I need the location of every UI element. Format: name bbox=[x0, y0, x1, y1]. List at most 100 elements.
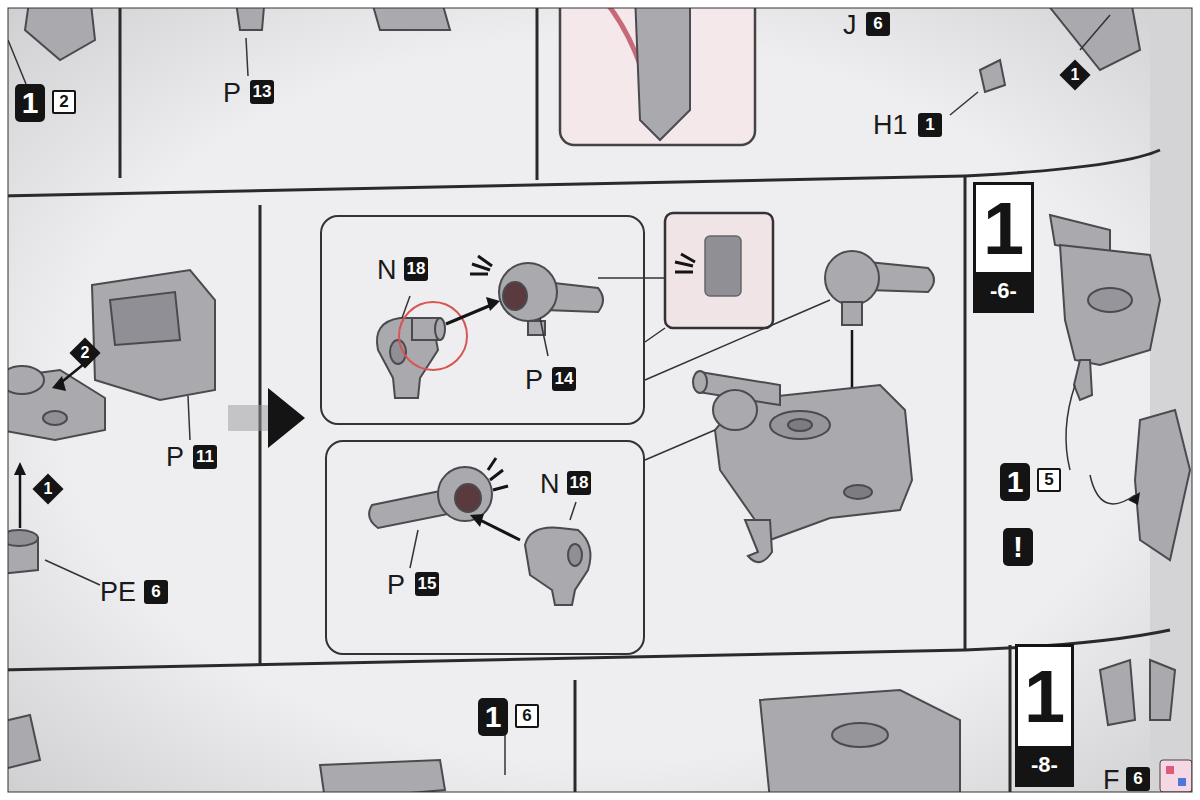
drawing-path bbox=[1009, 645, 1012, 800]
drawing-path bbox=[1060, 245, 1160, 365]
drawing-path bbox=[1128, 492, 1140, 505]
part-letter: F bbox=[1103, 765, 1120, 795]
drawing-path bbox=[14, 376, 66, 475]
step-number-box: 1-6- bbox=[973, 182, 1034, 313]
drawing-path bbox=[525, 528, 590, 605]
step-number: 1 bbox=[1018, 647, 1071, 746]
drawing-rect bbox=[1166, 766, 1174, 774]
page-number: -6- bbox=[976, 272, 1031, 310]
drawing-ellipse bbox=[844, 485, 872, 499]
drawing-path bbox=[470, 256, 492, 274]
part-number: 14 bbox=[552, 367, 576, 391]
drawing-path bbox=[745, 520, 772, 562]
part-letter: PE bbox=[100, 577, 136, 607]
drawing-path bbox=[645, 300, 830, 380]
drawing-path bbox=[92, 270, 215, 400]
drawing-path bbox=[504, 735, 506, 775]
drawing-circle bbox=[438, 467, 492, 521]
drawing-circle bbox=[399, 302, 467, 370]
drawing-circle bbox=[499, 263, 557, 321]
order-diamond: 1 bbox=[1060, 60, 1090, 90]
part-letter: P bbox=[223, 78, 241, 108]
drawing-path bbox=[1074, 360, 1092, 400]
drawing-path bbox=[536, 0, 539, 180]
drawing-path bbox=[45, 396, 190, 585]
drawing-rect bbox=[560, 0, 755, 145]
drawing-g bbox=[1050, 215, 1190, 560]
drawing-path bbox=[488, 458, 508, 490]
step-substep: 5 bbox=[1037, 468, 1061, 492]
drawing-rect bbox=[1178, 778, 1186, 786]
drawing-rect bbox=[8, 8, 1192, 792]
drawing-ellipse bbox=[503, 282, 527, 310]
drawing-path bbox=[8, 15, 1110, 115]
drawing-path bbox=[119, 0, 122, 178]
part-letter: P bbox=[166, 442, 184, 472]
drawing-path bbox=[574, 680, 577, 800]
drawing-ellipse bbox=[788, 419, 812, 431]
drawing-ellipse bbox=[1088, 288, 1132, 312]
drawing-path bbox=[1066, 385, 1135, 504]
drawing-rect bbox=[1160, 760, 1192, 792]
part-letter: J bbox=[843, 10, 857, 40]
part-number: 1 bbox=[918, 113, 942, 137]
drawing-rect bbox=[705, 236, 741, 296]
drawing-ellipse bbox=[435, 318, 445, 340]
part-number: 6 bbox=[866, 12, 890, 36]
part-number: 6 bbox=[144, 580, 168, 604]
drawing-path bbox=[0, 650, 965, 670]
drawing-g bbox=[825, 251, 934, 325]
drawing-g bbox=[693, 371, 912, 562]
drawing-path bbox=[25, 0, 95, 60]
step-number: 1 bbox=[976, 185, 1031, 272]
drawing-path bbox=[228, 405, 268, 431]
drawing-circle bbox=[825, 251, 879, 305]
drawing-path bbox=[598, 277, 665, 279]
step-number-box: 1-8- bbox=[1015, 644, 1074, 787]
step-substep: 2 bbox=[52, 90, 76, 114]
drawing-path bbox=[965, 150, 1160, 176]
drawing-path bbox=[446, 303, 496, 324]
part-letter: N bbox=[377, 255, 397, 285]
part-letter: P bbox=[387, 570, 405, 600]
drawing-ellipse bbox=[568, 544, 582, 566]
drawing-ellipse bbox=[832, 723, 888, 747]
drawing-path bbox=[19, 470, 22, 528]
drawing-g bbox=[369, 467, 590, 605]
step-number: ! bbox=[1003, 528, 1033, 566]
drawing-g bbox=[0, 270, 215, 574]
part-number: 13 bbox=[250, 80, 274, 104]
part-number: 15 bbox=[415, 572, 439, 596]
drawing-g bbox=[377, 263, 603, 398]
drawing-path bbox=[842, 302, 862, 325]
part-letter: N bbox=[540, 469, 560, 499]
drawing-path bbox=[760, 690, 960, 800]
step-number: 1 bbox=[478, 698, 508, 736]
drawing-ellipse bbox=[455, 484, 481, 512]
drawing-path bbox=[0, 176, 965, 196]
part-number: 18 bbox=[404, 257, 428, 281]
part-letter: H1 bbox=[873, 110, 908, 140]
step-number: 1 bbox=[1000, 463, 1030, 501]
drawing-path bbox=[1040, 0, 1140, 70]
drawing-path bbox=[470, 514, 484, 527]
drawing-g bbox=[0, 660, 1175, 800]
drawing-ellipse bbox=[693, 371, 707, 393]
drawing-path bbox=[268, 388, 305, 448]
order-diamond: 1 bbox=[33, 474, 63, 504]
step-number: 1 bbox=[15, 84, 45, 122]
callout-box: N18P15 bbox=[325, 440, 645, 655]
drawing-g bbox=[25, 0, 1140, 92]
drawing-path bbox=[635, 0, 690, 140]
drawing-path bbox=[645, 430, 715, 460]
drawing-path bbox=[259, 205, 262, 665]
drawing-path bbox=[369, 490, 448, 528]
part-number: 6 bbox=[1126, 767, 1150, 791]
drawing-path bbox=[1150, 660, 1175, 720]
step-substep: 6 bbox=[515, 704, 539, 728]
drawing-path bbox=[410, 502, 576, 568]
drawing-rect bbox=[665, 213, 773, 328]
drawing-path bbox=[1135, 410, 1190, 560]
